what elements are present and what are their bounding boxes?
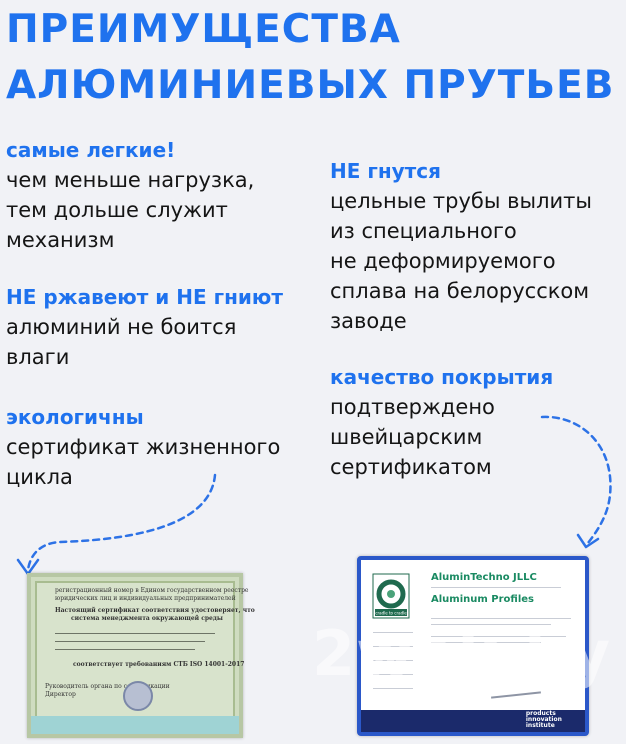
certificate-line [55,649,195,650]
feature-text: чем меньше нагрузка, [6,168,255,192]
feature-text: из специального [330,219,517,243]
certificate-text: соответствует требованиям СТБ ISO 14001-… [73,661,245,668]
feature-eco: экологичны сертификат жизненного цикла [6,403,280,492]
feature-text: влаги [6,345,70,369]
feature-no-bend: НЕ гнутся цельные трубы вылиты из специа… [330,157,592,336]
cradle-certificate-image: cradle to cradle AluminTechno JLLC Alumi… [357,556,589,736]
certificate-text: юридических лиц и индивидуальных предпри… [55,595,236,602]
certificate-text: Настоящий сертификат соответствия удосто… [55,607,255,614]
certificate-line [373,688,413,689]
certificate-line [373,632,413,633]
feature-text: сертификатом [330,455,492,479]
certificate-text: Руководитель органа по сертификации [45,683,170,690]
feature-text: механизм [6,228,115,252]
logo-text: cradle to cradle [375,611,407,616]
certificate-text: Директор [45,691,76,698]
feature-text: сертификат жизненного [6,435,281,459]
feature-text: цикла [6,465,73,489]
feature-heading: НЕ ржавеют и НЕ гниют [6,285,283,309]
feature-text: цельные трубы вылиты [330,189,592,213]
certificate-product: Aluminum Profiles [431,594,534,605]
feature-text: не деформируемого [330,249,556,273]
title-line-1: ПРЕИМУЩЕСТВА [6,7,401,52]
certificate-line [431,624,551,625]
feature-text: тем дольше служит [6,198,228,222]
certificate-footer: cradle to cradle products innovation ins… [361,705,585,732]
title-line-2: АЛЮМИНИЕВЫХ ПРУТЬЕВ [6,63,615,108]
feature-text: алюминий не боится [6,315,237,339]
certificate-text: система менеджмента окружающей среды [71,615,223,622]
certificate-line [55,633,215,634]
feature-heading: качество покрытия [330,365,554,389]
feature-text: швейцарским [330,425,483,449]
page-title: ПРЕИМУЩЕСТВА АЛЮМИНИЕВЫХ ПРУТЬЕВ [6,2,615,114]
certificate-line [55,641,205,642]
institute-badge: cradle to cradle products innovation ins… [525,704,579,729]
certificate-text: регистрационный номер в Едином государст… [55,587,249,594]
watermark: 2wek.by [312,617,612,690]
cradle-to-cradle-logo-icon: cradle to cradle [372,573,410,619]
feature-text: заводе [330,309,407,333]
dashed-arrow-right-icon [540,415,612,549]
feature-text: сплава на белорусском [330,279,590,303]
feature-no-rust: НЕ ржавеют и НЕ гниют алюминий не боится… [6,283,283,372]
certificate-line [431,618,571,619]
certificate-line [373,660,413,661]
feature-lightweight: самые легкие! чем меньше нагрузка, тем д… [6,136,254,255]
feature-heading: НЕ гнутся [330,159,441,183]
certificate-line [431,642,541,643]
certificate-line [373,674,413,675]
stamp-seal-icon [123,681,153,711]
feature-heading: экологичны [6,405,144,429]
feature-heading: самые легкие! [6,138,176,162]
certificate-line [431,636,566,637]
certificate-line [431,587,561,588]
iso-certificate-image: регистрационный номер в Едином государст… [27,573,255,738]
feature-coating: качество покрытия подтверждено швейцарск… [330,363,553,482]
certificate-company: AluminTechno JLLC [431,572,537,583]
dashed-arrow-left-icon [16,473,217,576]
feature-text: подтверждено [330,395,495,419]
signature-icon [491,691,541,699]
certificate-bottom-strip [31,716,239,734]
certificate-line [373,646,413,647]
